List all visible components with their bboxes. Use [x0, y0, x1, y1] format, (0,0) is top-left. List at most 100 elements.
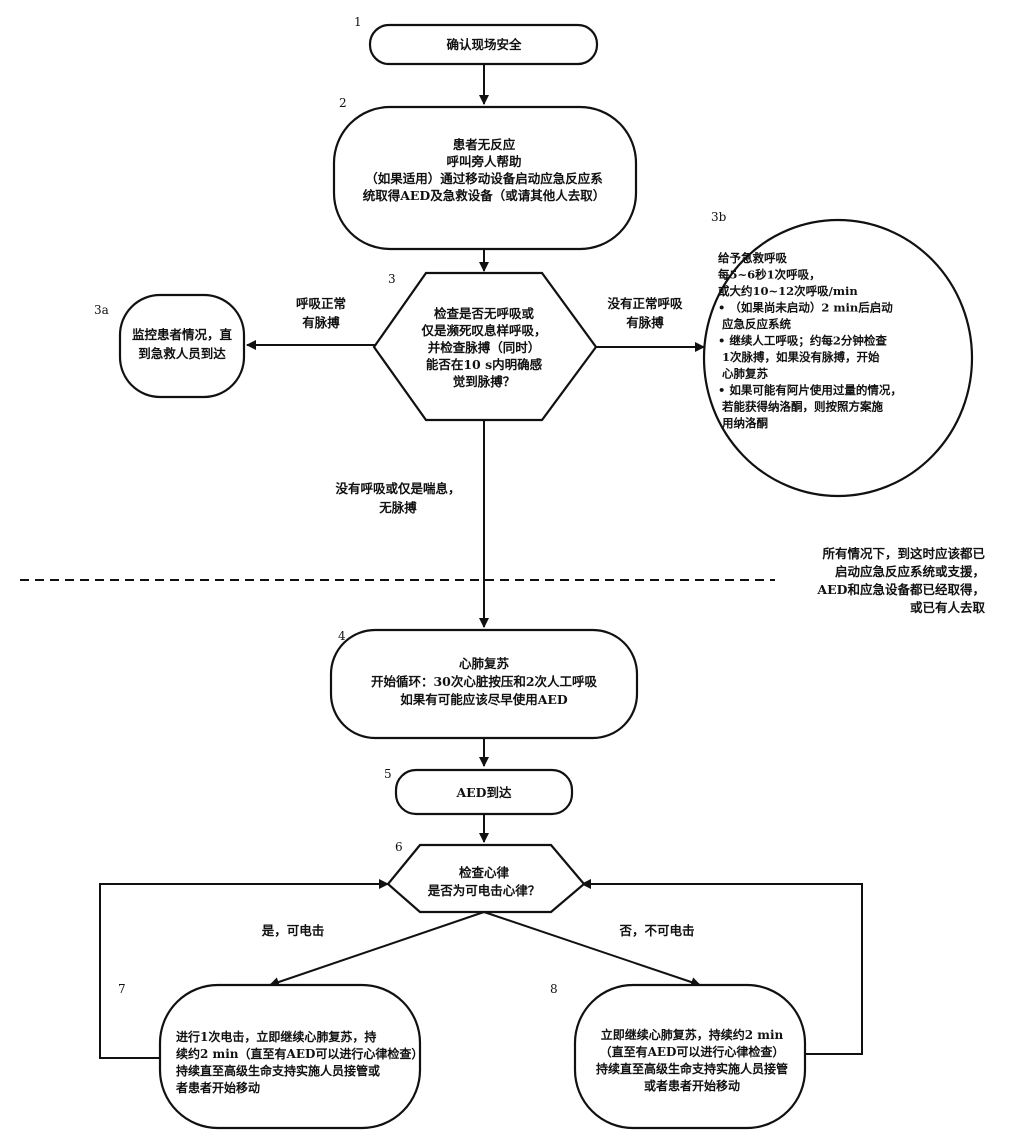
node-5 [394, 768, 574, 816]
node-3a-text-line: 到急救人员到达 [138, 346, 226, 361]
node-3b-shape [702, 218, 974, 498]
step-number-1: 1 [354, 15, 362, 29]
arrow-6-to-7 [269, 911, 485, 987]
node-3a-text: 监控患者情况，直到急救人员到达 [132, 327, 233, 361]
step-number-3: 3 [388, 272, 396, 286]
divider-note: 所有情况下，到这时应该都已启动应急反应系统或支援， AED和应急设备都已经取得， 或… [816, 546, 985, 615]
step-number-3b: 3b [711, 210, 727, 224]
edge-label-shockable: 是，可电击 [261, 923, 325, 938]
node-3-text-line: 能否在10 s内明确感 [426, 357, 543, 372]
node-3-shape [372, 271, 598, 422]
arrow-6-to-8 [483, 911, 701, 987]
node-3-text: 检查是否无呼吸或仅是濒死叹息样呼吸， 并检查脉搏（同时） 能否在10 s内明确感觉到… [420, 306, 546, 389]
edge-label-no-breathing-no-pulse-line: 无脉搏 [378, 500, 417, 515]
loop-8-to-6 [581, 879, 863, 1055]
node-7-text: 进行1次电击，立即继续心肺复苏，持续约2 min（直至有AED可以进行心律检查）… [175, 1029, 423, 1095]
node-2-text-line: 统取得AED及急救设备（或请其他人去取） [363, 188, 606, 203]
step-number-2: 2 [339, 96, 347, 110]
node-1-shape [368, 23, 599, 66]
step-number-7: 7 [118, 982, 126, 996]
divider-note-line: AED和应急设备都已经取得， [816, 582, 985, 597]
node-2-text-line: （如果适用）通过移动设备启动应急反应系 [365, 171, 603, 186]
edge-label-breathing-normal-line: 有脉搏 [302, 315, 340, 330]
node-7-text-line: 进行1次电击，立即继续心肺复苏，持 [176, 1029, 376, 1044]
node-7-text-line: 者患者开始移动 [175, 1080, 260, 1095]
node-3b-text-line: 应急反应系统 [718, 317, 792, 331]
edge-label-no-normal-breathing-line: 有脉搏 [626, 315, 664, 330]
divider-note-line: 启动应急反应系统或支援， [835, 564, 985, 579]
node-2-text-line: 呼叫旁人帮助 [446, 154, 521, 169]
node-7-text-line: 续约2 min（直至有AED可以进行心律检查） [176, 1046, 423, 1061]
node-3b-text-line: • （如果尚未启动）2 min后启动 [718, 301, 893, 315]
edge-label-breathing-normal-line: 呼吸正常 [296, 296, 346, 311]
node-6-shape [386, 843, 586, 914]
step-number-6: 6 [395, 840, 403, 854]
divider-note-line: 所有情况下，到这时应该都已 [822, 546, 985, 561]
node-6-text-line: 是否为可电击心律？ [427, 883, 541, 898]
node-3b-text-line: 或大约10~12次呼吸/min [718, 284, 858, 298]
edge-label-not-shockable: 否，不可电击 [618, 923, 694, 938]
node-3b-text-line: 给予急救呼吸 [718, 251, 787, 265]
node-3b-text-line: 每5~6秒1次呼吸， [718, 268, 821, 282]
node-4-text-line: 心肺复苏 [459, 656, 510, 671]
node-6 [386, 843, 586, 914]
node-8-text-line: 或者患者开始移动 [644, 1078, 740, 1093]
node-2 [332, 105, 638, 251]
node-5-shape [394, 768, 574, 816]
node-3b-text-line: • 如果可能有阿片使用过量的情况， [718, 383, 902, 397]
node-3a-shape [118, 293, 246, 399]
node-7-text-line: 持续直至高级生命支持实施人员接管或 [176, 1063, 380, 1078]
node-4-shape [329, 628, 639, 740]
node-2-shape [332, 105, 638, 251]
node-3-text-line: 并检查脉搏（同时） [428, 340, 541, 355]
node-5-text-line: AED到达 [455, 785, 512, 800]
edge-label-breathing-normal: 呼吸正常有脉搏 [296, 296, 346, 330]
node-3-text-line: 仅是濒死叹息样呼吸， [420, 323, 546, 338]
node-7-shape [158, 983, 422, 1130]
node-3b-text-line: 1次脉搏，如果没有脉搏，开始 [718, 350, 880, 364]
node-3b-text-line: • 继续人工呼吸；约每2分钟检查 [718, 334, 887, 348]
node-1-text: 确认现场安全 [446, 37, 522, 52]
node-4-text-line: 如果有可能应该尽早使用AED [400, 692, 568, 707]
node-3b-text-line: 用纳洛酮 [718, 416, 768, 430]
node-4 [329, 628, 639, 740]
node-3a-text-line: 监控患者情况，直 [132, 327, 233, 342]
step-number-3a: 3a [94, 303, 109, 317]
edge-label-no-breathing-no-pulse: 没有呼吸或仅是喘息， 无脉搏 [335, 481, 460, 515]
node-6-text: 检查心律是否为可电击心律？ [427, 865, 541, 898]
node-8-text: 立即继续心肺复苏，持续约2 min （直至有AED可以进行心律检查） 持续直至高级生… [596, 1027, 788, 1093]
node-3 [372, 271, 598, 422]
edge-label-no-normal-breathing-line: 没有正常呼吸 [607, 296, 683, 311]
step-number-5: 5 [384, 767, 392, 781]
step-number-4: 4 [338, 629, 346, 643]
node-3b-text-line: 心肺复苏 [718, 367, 769, 381]
node-3b-text: 给予急救呼吸每5~6秒1次呼吸， 或大约10~12次呼吸/min • （如果尚未启动… [718, 251, 902, 430]
edge-label-no-normal-breathing: 没有正常呼吸有脉搏 [607, 296, 683, 330]
node-3-text-line: 检查是否无呼吸或 [434, 306, 535, 321]
divider-note-line: 或已有人去取 [910, 600, 986, 615]
node-1 [368, 23, 599, 66]
node-6-text-line: 检查心律 [459, 865, 510, 880]
node-8 [573, 983, 807, 1130]
edge-label-shockable-line: 是，可电击 [261, 923, 325, 938]
node-7 [158, 983, 422, 1130]
connectors [99, 64, 863, 1059]
node-4-text: 心肺复苏开始循环：30次心脏按压和2次人工呼吸如果有可能应该尽早使用AED [371, 656, 598, 707]
node-8-text-line: （直至有AED可以进行心律检查） [600, 1044, 785, 1059]
node-3-text-line: 觉到脉搏？ [453, 374, 516, 389]
node-1-text-line: 确认现场安全 [446, 37, 522, 52]
node-3b [702, 218, 974, 498]
edge-label-no-breathing-no-pulse-line: 没有呼吸或仅是喘息， [335, 481, 460, 496]
node-2-text-line: 患者无反应 [453, 137, 516, 152]
node-4-text-line: 开始循环：30次心脏按压和2次人工呼吸 [371, 674, 598, 689]
loop-7-to-6 [99, 879, 389, 1059]
node-3b-text-line: 若能获得纳洛酮，则按照方案施 [718, 400, 884, 414]
node-3a [118, 293, 246, 399]
step-number-8: 8 [550, 982, 558, 996]
node-8-text-line: 持续直至高级生命支持实施人员接管 [596, 1061, 788, 1076]
node-2-text: 患者无反应呼叫旁人帮助 （如果适用）通过移动设备启动应急反应系统取得AED及急救设… [363, 137, 606, 203]
node-5-text: AED到达 [455, 785, 512, 800]
node-8-text-line: 立即继续心肺复苏，持续约2 min [601, 1027, 784, 1042]
node-8-shape [573, 983, 807, 1130]
